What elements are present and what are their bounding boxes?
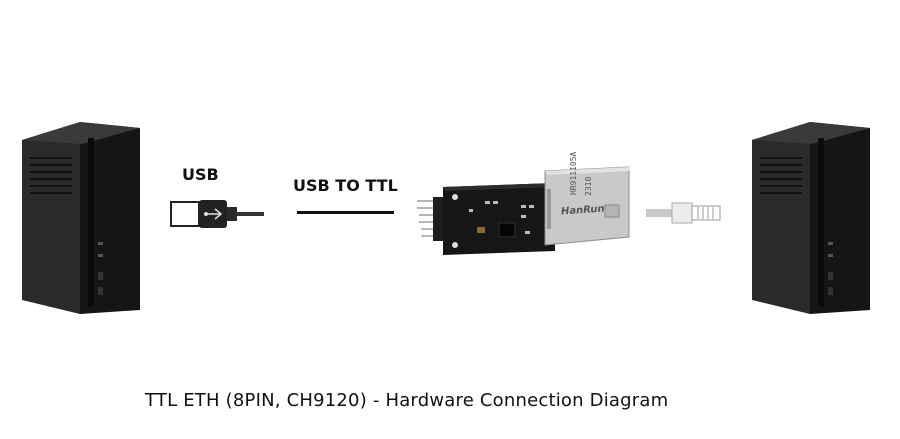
diagram-caption: TTL ETH (8PIN, CH9120) - Hardware Connec… (145, 390, 669, 411)
right-pc-tower (752, 122, 870, 314)
usb-to-ttl-line (297, 211, 394, 214)
left-pc-tower (22, 122, 140, 314)
usb-plug-icon (170, 200, 264, 228)
ttl-eth-module (417, 166, 631, 255)
ethernet-plug-icon (646, 202, 721, 224)
rj45-code-text: 2310 (584, 176, 593, 196)
usb-to-ttl-label: USB TO TTL (293, 176, 398, 195)
usb-label: USB (182, 165, 219, 184)
rj45-part-text: HR911105A (569, 151, 578, 195)
